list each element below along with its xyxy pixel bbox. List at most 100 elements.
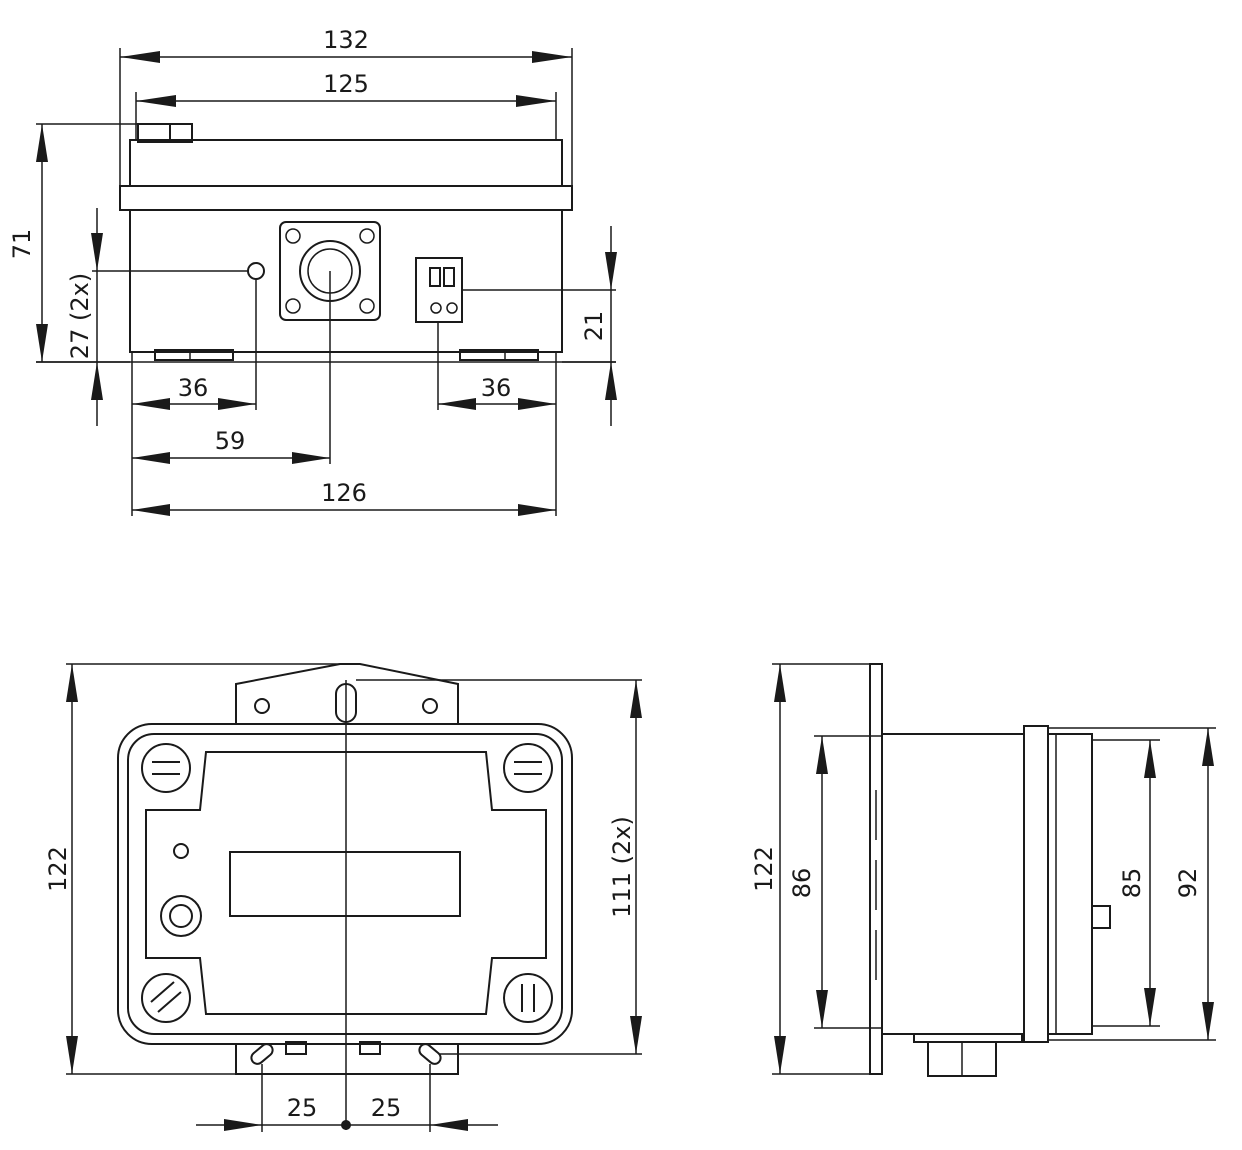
top-view-body xyxy=(129,209,563,353)
connector-screw-tr xyxy=(359,228,375,244)
top-view-rim xyxy=(119,185,573,211)
side-view-latch xyxy=(1091,905,1111,929)
dim-126-label: 126 xyxy=(321,479,367,507)
dim-36-right-label: 36 xyxy=(481,374,512,402)
dim-25-arrow-right xyxy=(430,1119,468,1131)
front-view-gland-left xyxy=(285,1041,307,1055)
front-view-housing xyxy=(117,723,573,1045)
top-view-lid xyxy=(129,139,563,189)
front-view-connector-outer xyxy=(160,895,202,937)
front-view-bracket-top xyxy=(235,663,459,727)
dim-71-label: 71 xyxy=(8,229,36,260)
front-view-led xyxy=(173,843,189,859)
dim-59-arrow-r xyxy=(292,452,330,464)
side-view-flange xyxy=(1023,725,1049,1043)
dim-132-arrow-left xyxy=(120,51,160,63)
dim-25-right-label: 25 xyxy=(371,1094,402,1122)
front-view: 122 111 (2x) 25 25 xyxy=(44,663,642,1132)
dim-92-arrow-bottom xyxy=(1202,1002,1214,1040)
screw-bottom-left-slot-b xyxy=(157,991,182,1013)
dim-21-arrow-bottom xyxy=(605,362,617,400)
dim-85-arrow-top xyxy=(1144,740,1156,778)
dim-27-arrow-bottom xyxy=(91,362,103,400)
side-view-body xyxy=(881,733,1027,1035)
dim-86-arrow-top xyxy=(816,736,828,774)
dim-122-front-arrow-bottom xyxy=(66,1036,78,1074)
dim-27-label: 27 (2x) xyxy=(66,273,94,359)
screw-top-left-head xyxy=(141,743,191,793)
dim-25-left-label: 25 xyxy=(287,1094,318,1122)
dim-36-left-arrow-r xyxy=(218,398,256,410)
screw-bottom-left xyxy=(141,973,191,1023)
dim-36-right-arrow-l xyxy=(438,398,476,410)
bracket-keyhole xyxy=(335,683,357,723)
top-view-foot-right xyxy=(459,349,539,361)
screw-bottom-right-head xyxy=(503,973,553,1023)
indicator-hole xyxy=(247,262,265,280)
dim-25-center-dot xyxy=(341,1120,351,1130)
screw-top-right xyxy=(503,743,553,793)
front-view-gland-right xyxy=(359,1041,381,1055)
dim-36-left-arrow-l xyxy=(132,398,170,410)
bracket-hole-left xyxy=(254,698,270,714)
dim-125-label: 125 xyxy=(323,70,369,98)
dim-126-arrow-r xyxy=(518,504,556,516)
side-view: 122 86 85 92 xyxy=(750,663,1216,1077)
dim-86-label: 86 xyxy=(788,868,816,899)
dim-27-arrow-top xyxy=(91,233,103,271)
top-view-foot-left xyxy=(154,349,234,361)
top-view: 132 125 71 27 (2x) 21 xyxy=(8,26,617,516)
bracket-slot-left xyxy=(250,1043,274,1065)
dip-switch-1 xyxy=(429,267,441,287)
side-view-connector-base xyxy=(913,1033,1023,1043)
dip-switch-led-2 xyxy=(446,302,458,314)
dim-21-arrow-top xyxy=(605,252,617,290)
dim-21-label: 21 xyxy=(580,311,608,342)
dim-126-arrow-l xyxy=(132,504,170,516)
dim-92-label: 92 xyxy=(1174,868,1202,899)
top-view-latch-tab xyxy=(169,123,193,143)
dim-125-arrow-left xyxy=(136,95,176,107)
dim-122-side-arrow-bottom xyxy=(774,1036,786,1074)
dim-92-arrow-top xyxy=(1202,728,1214,766)
dim-132-label: 132 xyxy=(323,26,369,54)
dim-122-front-label: 122 xyxy=(44,846,72,892)
dim-122-side-label: 122 xyxy=(750,846,778,892)
dim-59-arrow-l xyxy=(132,452,170,464)
bracket-hole-right xyxy=(422,698,438,714)
dim-111-arrow-bottom xyxy=(630,1016,642,1054)
bracket-slot-right-shape xyxy=(418,1043,442,1065)
front-view-display-window xyxy=(229,851,461,917)
bracket-slot-left-shape xyxy=(250,1043,274,1065)
screw-top-right-head xyxy=(503,743,553,793)
connector-screw-bl xyxy=(285,298,301,314)
bracket-slot-right xyxy=(418,1043,442,1065)
dim-111-arrow-top xyxy=(630,680,642,718)
front-view-connector-inner xyxy=(169,904,193,928)
dim-71-arrow-top xyxy=(36,124,48,162)
dim-59-label: 59 xyxy=(215,427,246,455)
dim-71-arrow-bottom xyxy=(36,324,48,362)
dim-36-right-arrow-r xyxy=(518,398,556,410)
front-view-housing-inner xyxy=(127,733,563,1035)
dim-125-arrow-right xyxy=(516,95,556,107)
connector-screw-br xyxy=(359,298,375,314)
dim-86-arrow-bottom xyxy=(816,990,828,1028)
dim-122-side-arrow-top xyxy=(774,664,786,702)
dim-111-label: 111 (2x) xyxy=(608,816,636,918)
dim-85-label: 85 xyxy=(1118,868,1146,899)
dim-122-front-arrow-top xyxy=(66,664,78,702)
screw-bottom-right xyxy=(503,973,553,1023)
dip-switch-2 xyxy=(443,267,455,287)
front-view-lid xyxy=(145,751,547,1015)
screw-bottom-left-slot-a xyxy=(150,981,175,1003)
dip-switch-led-1 xyxy=(430,302,442,314)
dim-85-arrow-bottom xyxy=(1144,988,1156,1026)
side-view-lid xyxy=(1047,733,1093,1035)
screw-top-left xyxy=(141,743,191,793)
dim-36-left-label: 36 xyxy=(178,374,209,402)
connector-screw-tl xyxy=(285,228,301,244)
dim-132-arrow-right xyxy=(532,51,572,63)
screw-bottom-left-head xyxy=(141,973,191,1023)
